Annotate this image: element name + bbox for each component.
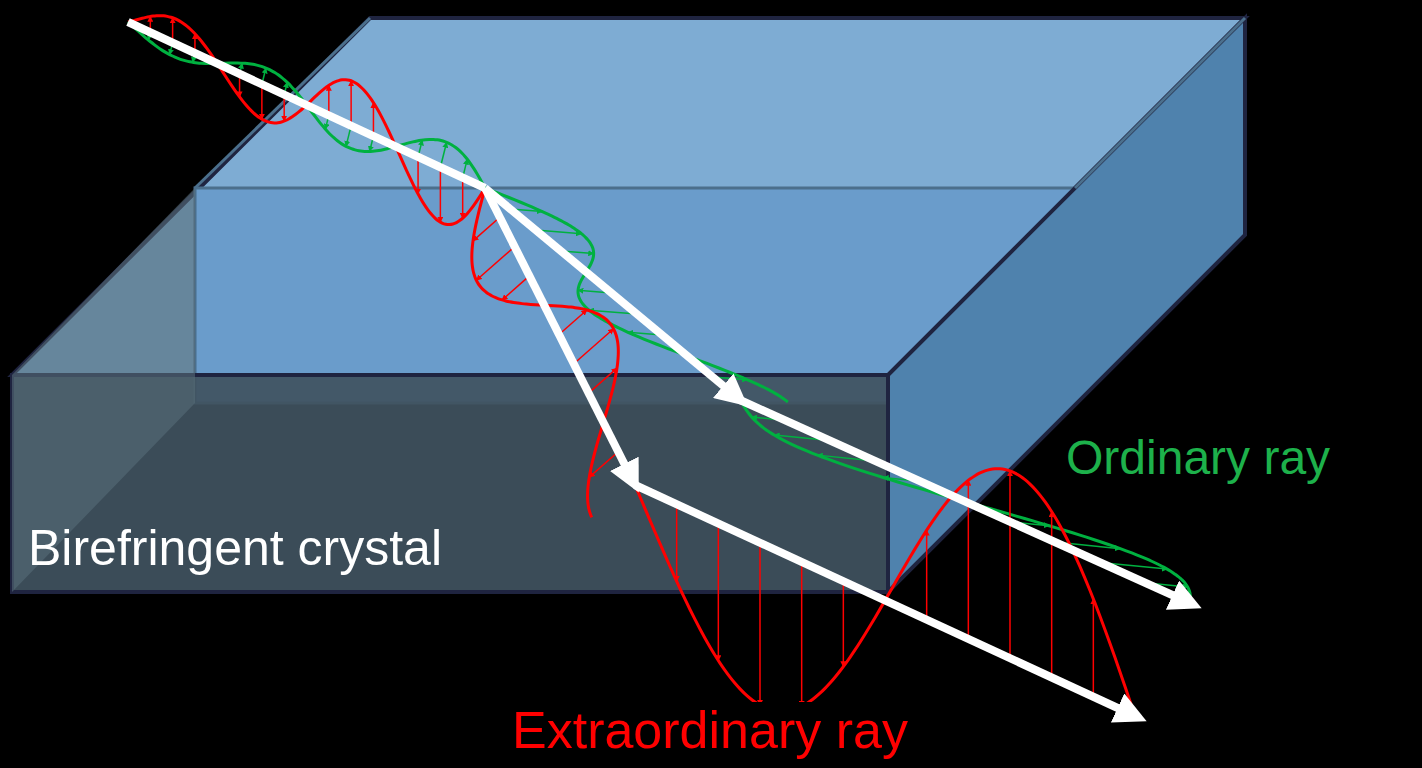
field-vector (473, 217, 500, 241)
field-vector (373, 103, 375, 137)
field-vector (417, 157, 419, 194)
field-vector (574, 329, 614, 364)
field-wave (635, 469, 1135, 716)
field-vector (676, 504, 678, 581)
field-wave (485, 188, 788, 402)
ray-label: Extraordinary ray (508, 702, 912, 759)
field-vector (801, 562, 803, 706)
light-ray (485, 188, 738, 398)
crystal-right-face (888, 18, 1245, 592)
field-vector (1009, 471, 1011, 659)
crystal-label: Birefringent crystal (24, 521, 446, 576)
field-vector (843, 581, 845, 666)
crystal-hidden-edge (1075, 18, 1245, 188)
field-vector (462, 178, 464, 219)
field-vector (589, 452, 618, 477)
field-vector (926, 530, 928, 620)
field-vector (759, 543, 761, 706)
field-wave (128, 22, 485, 188)
field-vector (718, 524, 720, 661)
field-vector (476, 247, 514, 281)
field-vector (350, 81, 352, 126)
field-vector (559, 310, 587, 335)
light-ray (128, 22, 485, 188)
field-vector (261, 84, 263, 119)
field-vector (589, 368, 617, 393)
field-wave (128, 16, 485, 225)
field-vector (1093, 599, 1095, 697)
ray-label: Ordinary ray (1062, 432, 1334, 485)
field-wave (740, 400, 1190, 603)
field-vector (440, 167, 442, 222)
light-ray (635, 485, 1135, 716)
field-vector (502, 276, 529, 300)
light-ray (740, 400, 1190, 603)
crystal-hidden-edge (195, 18, 370, 188)
light-ray (485, 188, 633, 481)
